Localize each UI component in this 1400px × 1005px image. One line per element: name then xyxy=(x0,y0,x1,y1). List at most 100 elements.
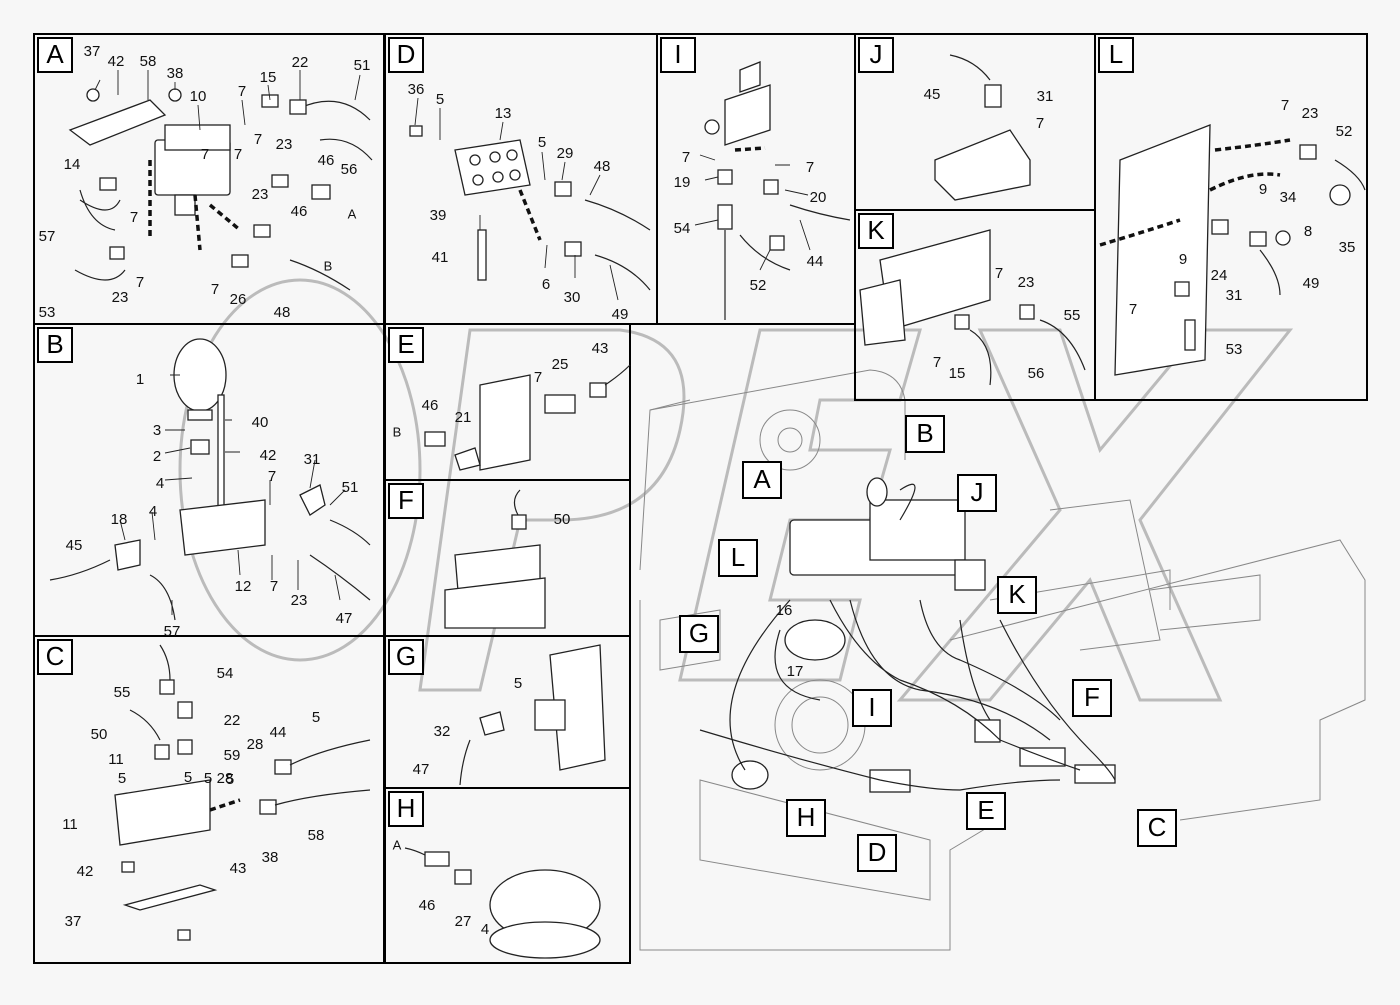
panel-a-part-label: 7 xyxy=(211,281,219,298)
panel-l-part-label: 8 xyxy=(1304,223,1312,240)
panel-i-part-label: 44 xyxy=(807,253,824,270)
panel-e-part-label: 43 xyxy=(592,340,609,357)
overview-callout-f: F xyxy=(1084,682,1100,712)
panel-c-part-label: 5 xyxy=(118,770,126,787)
panel-f-part-label: 50 xyxy=(554,511,571,528)
panel-h-part-label: 27 xyxy=(455,913,472,930)
panel-l-header: L xyxy=(1109,39,1123,69)
panel-l-part-label: 7 xyxy=(1281,97,1289,114)
overview-callout-e: E xyxy=(977,795,994,825)
panel-a-part-label: 23 xyxy=(276,136,293,153)
overview-callout-box xyxy=(857,834,897,872)
panel-c-part-label: 44 xyxy=(270,724,287,741)
panel-c-part-label: 58 xyxy=(308,827,325,844)
panel-d-part-label: 5 xyxy=(436,91,444,108)
panel-d-part-label: 29 xyxy=(557,145,574,162)
panel-c-header-box xyxy=(37,639,73,675)
panel-a-part-label: 58 xyxy=(140,53,157,70)
panel-b-part-label: 57 xyxy=(164,623,181,640)
panel-g-header: G xyxy=(396,641,416,671)
panel-l-part-label: 31 xyxy=(1226,287,1243,304)
overview-callout-box xyxy=(1072,679,1112,717)
panel-a-part-label: 26 xyxy=(230,291,247,308)
panel-g-part-label: 32 xyxy=(434,723,451,740)
panel-i-part-label: 7 xyxy=(682,149,690,166)
panel-i-header: I xyxy=(674,39,681,69)
panel-d-part-label: 36 xyxy=(408,81,425,98)
panel-g-part-label: 47 xyxy=(413,761,430,778)
overview-callout-box xyxy=(786,799,826,837)
panel-a-header-box xyxy=(37,37,73,73)
panel-c-part-label: 43 xyxy=(230,860,247,877)
panel-g-drawing xyxy=(459,644,606,786)
panel-e-drawing xyxy=(424,364,631,471)
panel-c-part-label: 11 xyxy=(108,751,124,768)
overview-callout-c: C xyxy=(1148,812,1167,842)
panel-d-part-label: 6 xyxy=(542,276,550,293)
panel-l-part-label: 7 xyxy=(1129,301,1137,318)
overview-callout-box xyxy=(966,792,1006,830)
panel-c-header: C xyxy=(46,641,65,671)
panel-b-header-box xyxy=(37,327,73,363)
panel-a-part-label: 56 xyxy=(341,161,358,178)
panel-i-part-label: 20 xyxy=(810,189,827,206)
panel-e-header: E xyxy=(397,329,414,359)
overview-callout-box xyxy=(742,461,782,499)
panel-h-part-label: 46 xyxy=(419,897,436,914)
panel-j-header: J xyxy=(870,39,883,69)
panel-a-part-label: 7 xyxy=(234,146,242,163)
overview-callout-h: H xyxy=(797,802,816,832)
panel-i-part-label: 19 xyxy=(674,174,691,191)
panel-a-part-label: 22 xyxy=(292,54,309,71)
panel-c-part-label: 42 xyxy=(77,863,94,880)
panel-a-drawing xyxy=(68,88,373,291)
panel-g-part-label: 5 xyxy=(514,675,522,692)
panel-a-part-label: 38 xyxy=(167,65,184,82)
panel-c-part-label: 37 xyxy=(65,913,82,930)
panel-c-part-label: 59 xyxy=(224,747,241,764)
panel-k-part-label: 15 xyxy=(949,365,966,382)
panel-k-header: K xyxy=(867,215,885,245)
panel-l-part-label: 24 xyxy=(1211,267,1228,284)
panel-c-part-label: 5 xyxy=(184,769,192,786)
panel-h-header-box xyxy=(388,791,424,827)
overview-callout-l: L xyxy=(731,542,745,572)
panel-a-connection-letter: B xyxy=(324,258,333,273)
overview-callout-box xyxy=(997,576,1037,614)
panel-j-part-label: 7 xyxy=(1036,115,1044,132)
panel-h-connection-letter: A xyxy=(393,837,402,852)
panel-c-part-label: 5 xyxy=(312,709,320,726)
panel-b-part-label: 45 xyxy=(66,537,83,554)
panel-a-part-label: 23 xyxy=(112,289,129,306)
panel-c-part-label: 22 xyxy=(224,712,241,729)
panel-d-header-box xyxy=(388,37,424,73)
panel-b-part-label: 7 xyxy=(270,578,278,595)
panel-b-part-label: 23 xyxy=(291,592,308,609)
panel-d-part-label: 5 xyxy=(538,134,546,151)
panel-f-header-box xyxy=(388,483,424,519)
panel-k-part-label: 55 xyxy=(1064,307,1081,324)
panel-b-part-label: 31 xyxy=(304,451,321,468)
overview-part-label: 16 xyxy=(776,602,793,619)
panel-c-part-label: 5 xyxy=(226,771,234,788)
panel-d-part-label: 39 xyxy=(430,207,447,224)
panel-l-part-label: 23 xyxy=(1302,105,1319,122)
panel-b-part-label: 47 xyxy=(336,610,353,627)
panel-b-part-label: 3 xyxy=(153,422,161,439)
leader-lines xyxy=(94,70,811,615)
panel-a-part-label: 48 xyxy=(274,304,291,321)
panel-j-part-label: 45 xyxy=(924,86,941,103)
panel-k-part-label: 7 xyxy=(933,354,941,371)
panel-a-part-label: 7 xyxy=(238,83,246,100)
panel-e-part-label: 21 xyxy=(455,409,472,426)
overview-callout-box xyxy=(905,415,945,453)
panel-c-part-label: 50 xyxy=(91,726,108,743)
panel-a-part-label: 46 xyxy=(291,203,308,220)
panel-k-part-label: 23 xyxy=(1018,274,1035,291)
overview-callout-box xyxy=(852,689,892,727)
panel-a-part-label: 53 xyxy=(39,304,56,321)
overview-callout-box xyxy=(679,615,719,653)
panel-a-part-label: 57 xyxy=(39,228,56,245)
panel-d-part-label: 49 xyxy=(612,306,629,323)
